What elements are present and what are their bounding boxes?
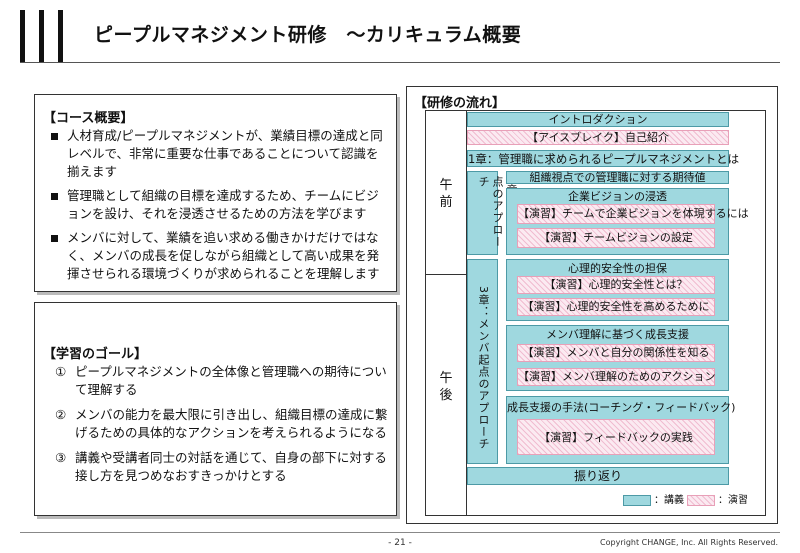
list-item: メンバに対して、業績を追い求める働きかけだけではなく、メンバの成長を促しながら組… xyxy=(45,229,388,283)
copyright: Copyright CHANGE, Inc. All Rights Reserv… xyxy=(600,538,778,547)
afternoon-label: 午後 xyxy=(439,371,453,403)
page-number: - 21 - xyxy=(388,538,412,548)
review-block: 振り返り xyxy=(467,467,729,485)
page-title: ピープルマネジメント研修 ～カリキュラム概要 xyxy=(94,24,522,46)
square-bullet-icon xyxy=(51,235,58,242)
course-overview-list: 人材育成/ピープルマネジメントが、業績目標の達成と同レベルで、非常に重要な仕事で… xyxy=(45,127,388,289)
morning-label: 午前 xyxy=(439,178,453,210)
flow-table xyxy=(425,110,766,516)
course-overview-heading: 【コース概要】 xyxy=(43,111,134,126)
list-item: 管理職として組織の目標を達成するため、チームにビジョンを設け、それを浸透させるた… xyxy=(45,187,388,223)
chapter1-block: 1章：管理職に求められるピープルマネジメントとは xyxy=(467,150,740,167)
morning-afternoon-divider xyxy=(425,274,467,275)
legend-exercise-swatch xyxy=(687,495,715,506)
feedback-exercise: 【演習】フィードバックの実践 xyxy=(517,419,715,455)
growth-exercise-2: 【演習】メンバ理解のためのアクション xyxy=(517,368,715,386)
vision-exercise-1: 【演習】チームで企業ビジョンを体現するには xyxy=(517,204,749,224)
legend-exercise-label: ：演習 xyxy=(718,495,748,506)
ch2-expectation-block: 組織視点での管理職に対する期待値 xyxy=(506,171,729,184)
list-item: 人材育成/ピープルマネジメントが、業績目標の達成と同レベルで、非常に重要な仕事で… xyxy=(45,127,388,181)
growth-exercise-1: 【演習】メンバと自分の関係性を知る xyxy=(517,344,715,362)
chapter2-block: 2章：組織起点のアプローチ xyxy=(467,171,518,255)
footer-rule xyxy=(20,532,780,533)
icebreak-block: 【アイスブレイク】自己紹介 xyxy=(467,130,729,145)
learning-goals-heading: 【学習のゴール】 xyxy=(43,347,148,362)
square-bullet-icon xyxy=(51,193,58,200)
title-rule xyxy=(20,62,780,63)
legend-lecture-swatch xyxy=(623,495,651,506)
square-bullet-icon xyxy=(51,133,58,140)
chapter3-block: 3章：メンバ起点のアプローチ xyxy=(467,259,498,464)
training-flow-heading: 【研修の流れ】 xyxy=(414,96,506,111)
vision-exercise-2: 【演習】チームビジョンの設定 xyxy=(517,228,715,248)
safety-exercise-1: 【演習】心理的安全性とは？ xyxy=(517,276,715,294)
legend-lecture-label: ：講義 xyxy=(654,495,684,506)
intro-block: イントロダクション xyxy=(467,112,729,127)
flow-column-divider xyxy=(466,110,467,516)
safety-exercise-2: 【演習】心理的安全性を高めるために xyxy=(517,298,715,316)
course-overview-box: 【コース概要】 人材育成/ピープルマネジメントが、業績目標の達成と同レベルで、非… xyxy=(34,94,397,292)
